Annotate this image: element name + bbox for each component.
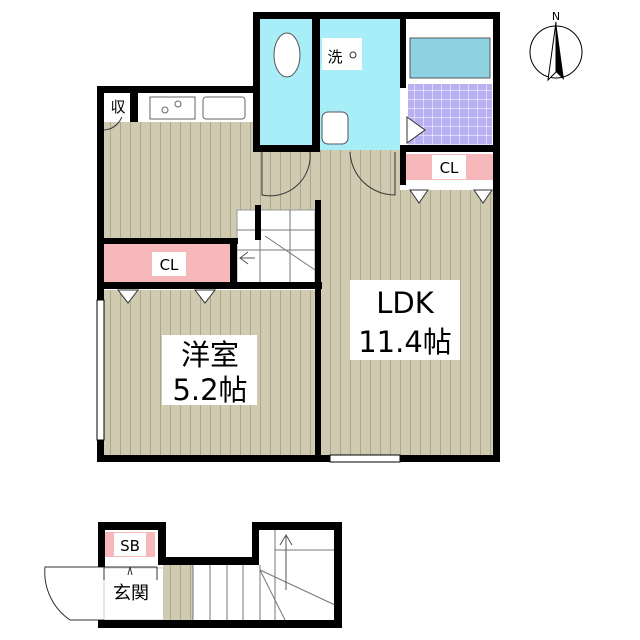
- hall-floor: [255, 150, 320, 210]
- bath-door[interactable]: [406, 116, 426, 144]
- entrance-door[interactable]: [44, 566, 104, 621]
- stair-arrow-icon: [239, 251, 255, 265]
- washer-drain-icon: [349, 51, 357, 59]
- north-arrow-icon-dark: [556, 22, 564, 80]
- compass: N: [529, 10, 583, 82]
- closet-left-label: CL: [160, 256, 179, 274]
- stairs: [236, 209, 316, 286]
- closet-door[interactable]: [409, 189, 429, 204]
- washroom-door[interactable]: [349, 151, 396, 196]
- ldk-name: LDK: [376, 286, 434, 320]
- bathtub: [409, 37, 491, 79]
- closet-door[interactable]: [473, 189, 493, 204]
- kitchen-floor: [103, 120, 255, 240]
- closet-right-label: CL: [440, 159, 459, 177]
- ldk-size: 11.4帖: [358, 325, 452, 359]
- window: [329, 454, 401, 463]
- shoe-box-door[interactable]: [103, 566, 158, 580]
- storage-label: 収: [110, 98, 125, 116]
- bath-tile-floor: [408, 84, 492, 146]
- stove: [149, 96, 196, 120]
- shoe-box-label: SB: [120, 537, 140, 555]
- lower-stairs: [192, 530, 336, 621]
- washbasin-icon: [321, 111, 349, 145]
- washer-box: [322, 38, 362, 70]
- washer-label: 洗: [327, 48, 342, 66]
- western-room-size: 5.2帖: [172, 373, 247, 407]
- entrance-label: 玄関: [113, 583, 149, 604]
- window: [96, 299, 105, 441]
- stair-arrow-icon: [279, 534, 293, 590]
- walls: [97, 12, 500, 462]
- closet-door[interactable]: [116, 289, 140, 304]
- entrance-floor: SB 玄関: [44, 522, 342, 628]
- western-room-name: 洋室: [181, 338, 239, 372]
- closet-door[interactable]: [193, 289, 217, 304]
- north-arrow-icon: [547, 21, 557, 82]
- toilet-icon: [273, 32, 301, 78]
- north-label: N: [552, 10, 560, 23]
- sink: [202, 96, 246, 120]
- toilet-door[interactable]: [261, 151, 311, 197]
